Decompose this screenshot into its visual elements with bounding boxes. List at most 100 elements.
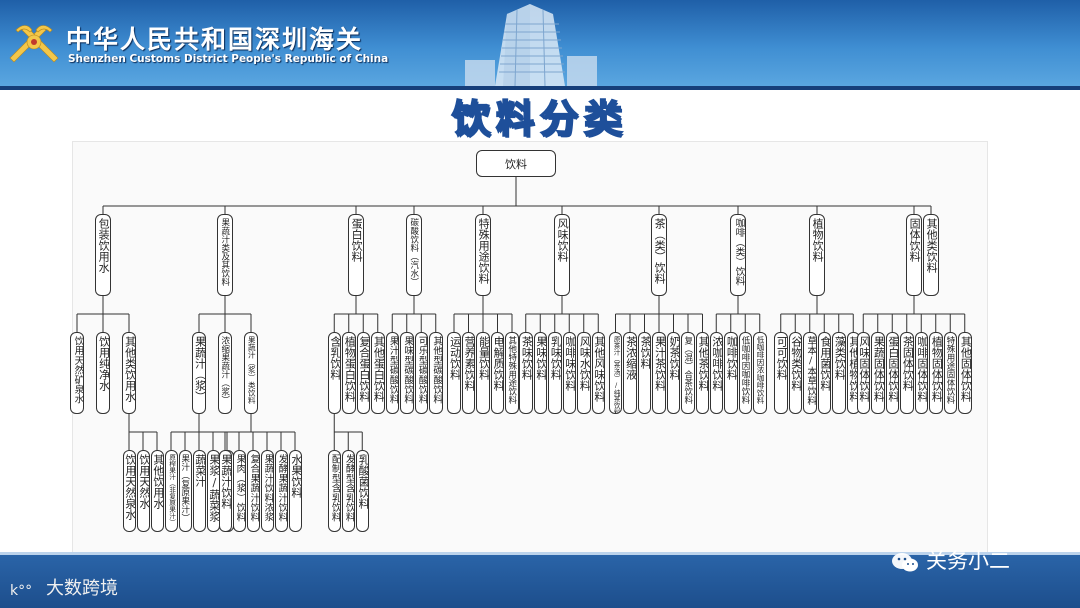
node-label: 饮料 bbox=[505, 158, 527, 171]
category-node: 果蔬汁（浆）类饮料 bbox=[244, 332, 258, 414]
node-label: 奶茶饮料 bbox=[668, 336, 680, 380]
category-node: 能量饮料 bbox=[476, 332, 490, 414]
category-node: 植物固体饮料 bbox=[929, 332, 943, 414]
category-node: 其他类饮用水 bbox=[122, 332, 136, 414]
node-label: 其他茶饮料 bbox=[697, 336, 709, 391]
node-label: 低咖啡因浓咖啡饮料 bbox=[756, 336, 764, 404]
watermark-right-text: 关务小二 bbox=[926, 549, 1010, 573]
node-label: 浓缩果蔬汁（浆） bbox=[220, 336, 230, 404]
category-node: 水果饮料 bbox=[289, 450, 302, 532]
node-label: 乳酸菌饮料 bbox=[357, 454, 369, 509]
category-node: 饮用天然水 bbox=[137, 450, 150, 532]
category-node: 咖啡饮料 bbox=[724, 332, 738, 414]
category-node: 复合果蔬汁饮料 bbox=[247, 450, 260, 532]
node-label: 植物饮料 bbox=[811, 218, 823, 262]
node-label: 果蔬汁（浆） bbox=[193, 336, 205, 402]
node-label: 含乳饮料 bbox=[329, 336, 341, 380]
node-label: 风味水饮料 bbox=[578, 336, 590, 391]
node-label: 果蔬固体饮料 bbox=[872, 336, 884, 402]
category-node: 茶饮料 bbox=[638, 332, 652, 414]
node-label: 水果饮料 bbox=[290, 454, 302, 498]
category-node: 其他蛋白饮料 bbox=[371, 332, 385, 414]
category-node: 浓咖啡饮料 bbox=[710, 332, 724, 414]
category-node: 配制型含乳饮料 bbox=[328, 450, 341, 532]
header-subtitle: Shenzhen Customs District People's Repub… bbox=[68, 53, 388, 65]
category-node: 饮料 bbox=[476, 150, 556, 177]
category-node: 其他特殊用途饮料 bbox=[505, 332, 519, 414]
node-label: 饮用天然泉水 bbox=[124, 454, 136, 520]
svg-text:k°°: k°° bbox=[10, 583, 32, 599]
node-label: 特殊用途饮料 bbox=[477, 218, 489, 284]
node-label: 蛋白固体饮料 bbox=[887, 336, 899, 402]
category-node: 可可饮料 bbox=[774, 332, 788, 414]
node-label: 原茶汁（茶汤）/纯茶饮料 bbox=[612, 336, 619, 414]
classification-diagram: 饮料包装饮用水饮用天然矿泉水饮用纯净水其他类饮用水饮用天然泉水饮用天然水其他饮用… bbox=[72, 141, 988, 554]
node-label: 运动饮料 bbox=[448, 336, 460, 380]
node-label: 植物蛋白饮料 bbox=[343, 336, 355, 402]
category-node: 果肉（浆）饮料 bbox=[233, 450, 246, 532]
node-label: 复合果蔬汁饮料 bbox=[248, 454, 259, 522]
node-label: 可乐型碳酸饮料 bbox=[416, 336, 427, 404]
node-label: 原榨果汁（非复原果汁） bbox=[167, 454, 174, 526]
category-node: 植物蛋白饮料 bbox=[342, 332, 356, 414]
category-node: 风味固体饮料 bbox=[857, 332, 871, 414]
category-node: 茶固体饮料 bbox=[900, 332, 914, 414]
watermark-left: k°° 大数跨境 bbox=[10, 574, 118, 601]
node-label: 发酵型含乳饮料 bbox=[343, 454, 354, 522]
node-label: 浓咖啡饮料 bbox=[711, 336, 723, 391]
category-node: 营养素饮料 bbox=[462, 332, 476, 414]
node-label: 复（混）合茶饮料 bbox=[683, 336, 693, 404]
node-label: 风味固体饮料 bbox=[858, 336, 870, 402]
category-node: 特殊用途固体饮料 bbox=[944, 332, 958, 414]
node-label: 茶浓缩液 bbox=[624, 336, 636, 380]
node-label: 其他特殊用途饮料 bbox=[507, 336, 517, 404]
category-node: 含乳饮料 bbox=[328, 332, 342, 414]
node-label: 可可饮料 bbox=[775, 336, 787, 380]
node-label: 咖啡固体饮料 bbox=[916, 336, 928, 402]
node-label: 复合蛋白饮料 bbox=[358, 336, 370, 402]
category-node: 固体饮料 bbox=[906, 214, 922, 296]
category-node: 食用菌饮料 bbox=[818, 332, 832, 414]
slide-title: 饮料分类 bbox=[0, 88, 1080, 143]
node-label: 配制型含乳饮料 bbox=[329, 454, 340, 522]
node-label: 特殊用途固体饮料 bbox=[946, 336, 956, 404]
category-node: 原榨果汁（非复原果汁） bbox=[165, 450, 178, 532]
node-label: 谷物类饮料 bbox=[790, 336, 802, 391]
category-node: 果味型碳酸饮料 bbox=[400, 332, 414, 414]
header-title: 中华人民共和国深圳海关 bbox=[66, 20, 363, 56]
category-node: 发酵果蔬汁饮料 bbox=[275, 450, 288, 532]
node-label: 食用菌饮料 bbox=[819, 336, 831, 391]
customs-emblem-icon bbox=[6, 18, 62, 66]
category-node: 咖啡固体饮料 bbox=[915, 332, 929, 414]
node-label: 茶（类）饮料 bbox=[653, 218, 665, 284]
category-node: 茶浓缩液 bbox=[623, 332, 637, 414]
node-label: 果蔬汁饮料浓浆 bbox=[262, 454, 273, 522]
node-label: 果汁茶饮料 bbox=[653, 336, 665, 391]
category-node: 其他茶饮料 bbox=[696, 332, 710, 414]
node-label: 其他蛋白饮料 bbox=[372, 336, 384, 402]
node-label: 果浆/蔬菜浆 bbox=[208, 454, 220, 522]
category-node: 蛋白固体饮料 bbox=[886, 332, 900, 414]
category-node: 蔬菜汁 bbox=[193, 450, 206, 532]
building-illustration bbox=[455, 0, 605, 86]
category-node: 运动饮料 bbox=[447, 332, 461, 414]
node-label: 低咖啡因咖啡饮料 bbox=[741, 336, 751, 404]
node-label: 果味饮料 bbox=[535, 336, 547, 380]
node-label: 风味饮料 bbox=[556, 218, 568, 262]
node-label: 咖啡饮料 bbox=[725, 336, 737, 380]
node-label: 茶饮料 bbox=[639, 336, 651, 369]
node-label: 其他饮用水 bbox=[152, 454, 164, 509]
category-node: 奶茶饮料 bbox=[667, 332, 681, 414]
category-node: 饮用天然矿泉水 bbox=[70, 332, 84, 414]
category-node: 茶（类）饮料 bbox=[651, 214, 667, 296]
watermark-left-text: 大数跨境 bbox=[46, 578, 118, 599]
category-node: 果汁型碳酸饮料 bbox=[386, 332, 400, 414]
category-node: 果味饮料 bbox=[534, 332, 548, 414]
category-node: 其他饮用水 bbox=[151, 450, 164, 532]
category-node: 饮用天然泉水 bbox=[123, 450, 136, 532]
category-node: 其他型碳酸饮料 bbox=[429, 332, 443, 414]
node-label: 其他风味饮料 bbox=[593, 336, 605, 402]
category-node: 果蔬汁（浆） bbox=[192, 332, 206, 414]
node-label: 植物固体饮料 bbox=[930, 336, 942, 402]
category-node: 包装饮用水 bbox=[95, 214, 111, 296]
